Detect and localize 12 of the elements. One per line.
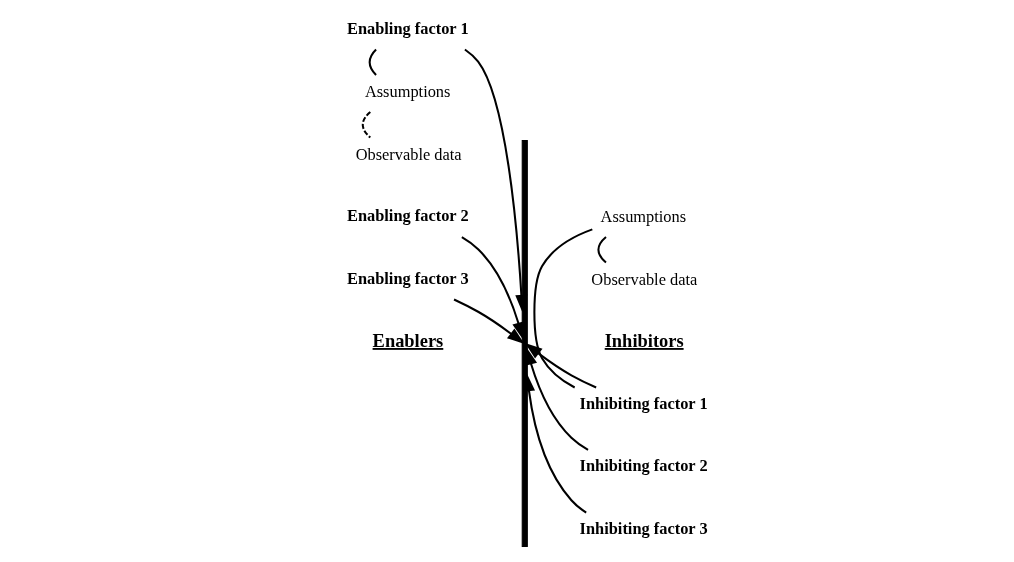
label: Enablers xyxy=(372,330,443,351)
node-text: Inhibiting factor 3 xyxy=(579,518,708,538)
node-text: Inhibiting factor 2 xyxy=(579,456,708,476)
node-text: Observable data xyxy=(590,269,697,289)
node-text: Observable data xyxy=(355,144,462,164)
node-text: Enabling factor 3 xyxy=(346,268,469,288)
node-text: Assumptions xyxy=(600,207,686,227)
node-text: Assumptions xyxy=(364,82,450,102)
node-text: Inhibiting factor 1 xyxy=(579,393,708,413)
node-text: Enabling factor 1 xyxy=(346,18,469,38)
label: Inhibitors xyxy=(604,330,684,351)
node-text: Enabling factor 2 xyxy=(346,206,469,226)
